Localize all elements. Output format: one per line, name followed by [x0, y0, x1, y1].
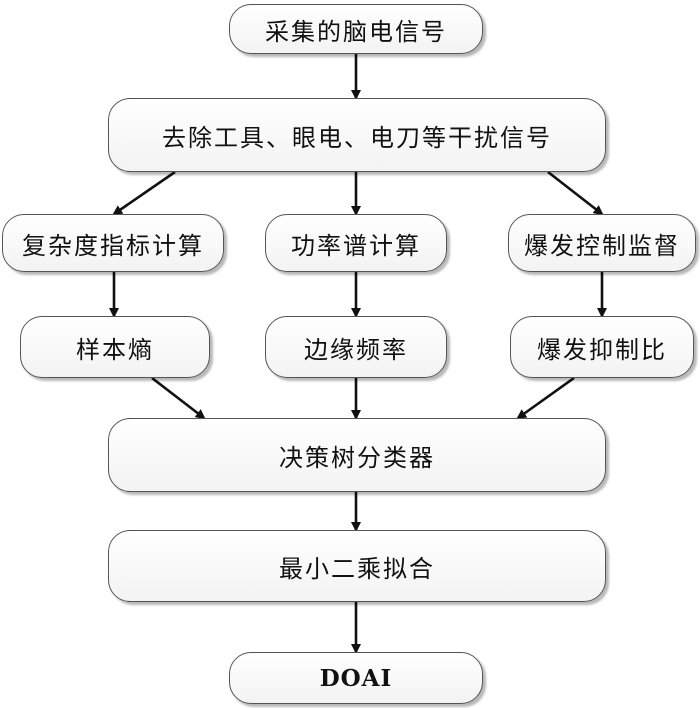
node-doai-output: DOAI [229, 652, 483, 704]
node-burst-suppression-monitor-label: 爆发控制监督 [524, 231, 680, 260]
node-edge-frequency-label: 边缘频率 [304, 335, 408, 364]
node-complexity-index: 复杂度指标计算 [2, 214, 224, 272]
node-edge-frequency: 边缘频率 [265, 316, 447, 378]
node-burst-suppression-ratio-label: 爆发抑制比 [537, 335, 667, 364]
arrow-artifact-to-complexity [112, 170, 176, 216]
node-least-squares-fit: 最小二乘拟合 [108, 530, 606, 602]
node-eeg-acquisition-label: 采集的脑电信号 [265, 17, 447, 46]
node-doai-output-label: DOAI [319, 664, 393, 692]
node-decision-tree-classifier: 决策树分类器 [108, 418, 606, 492]
node-artifact-removal-label: 去除工具、眼电、电刀等干扰信号 [162, 123, 552, 152]
node-complexity-index-label: 复杂度指标计算 [22, 231, 204, 260]
arrow-ratio-to-tree [516, 376, 575, 420]
node-burst-suppression-ratio: 爆发抑制比 [510, 316, 694, 378]
node-artifact-removal: 去除工具、眼电、电刀等干扰信号 [108, 98, 606, 172]
node-power-spectrum-label: 功率谱计算 [291, 231, 421, 260]
arrow-artifact-to-burst [547, 170, 604, 216]
node-decision-tree-classifier-label: 决策树分类器 [279, 443, 435, 472]
node-eeg-acquisition: 采集的脑电信号 [229, 4, 483, 54]
node-power-spectrum: 功率谱计算 [265, 214, 447, 272]
node-sample-entropy-label: 样本熵 [76, 335, 154, 364]
node-least-squares-fit-label: 最小二乘拟合 [279, 554, 435, 583]
node-sample-entropy: 样本熵 [20, 316, 210, 378]
arrow-entropy-to-tree [151, 376, 206, 420]
node-burst-suppression-monitor: 爆发控制监督 [508, 214, 696, 272]
